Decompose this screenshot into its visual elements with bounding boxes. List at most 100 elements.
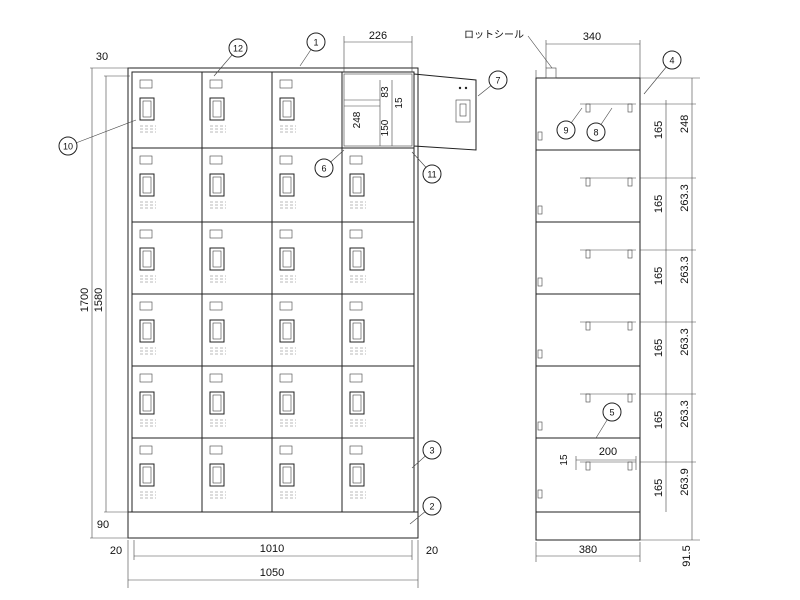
locker-door [349, 155, 366, 209]
locker-door [279, 373, 296, 427]
dim-pitch: 248 [679, 115, 691, 133]
name-plate [209, 301, 223, 311]
lock-handle [209, 319, 225, 343]
lock-handle [139, 173, 155, 197]
name-plate [209, 155, 223, 165]
dim-165: 165 [653, 411, 665, 429]
locker-door [209, 445, 226, 499]
callout-balloon: 9 [556, 107, 583, 140]
callout-balloon: 11 [411, 151, 442, 184]
locker-door [349, 445, 366, 499]
lock-handle [139, 247, 155, 271]
callout-number: 7 [495, 76, 500, 86]
lot-seal-box [545, 67, 557, 79]
dim-1580: 1580 [93, 288, 105, 312]
dim-pitch: 263.3 [679, 184, 691, 212]
lock-handle [279, 391, 295, 415]
dim-20-right: 20 [426, 545, 438, 557]
locker-door [139, 229, 156, 283]
locker-door [139, 373, 156, 427]
locker-door [139, 445, 156, 499]
locker-door [349, 301, 366, 355]
dim-165: 165 [653, 267, 665, 285]
locker-door [209, 79, 226, 133]
front-view: 226 30 1700 1580 90 20 1010 20 1050 [79, 30, 477, 588]
dim-340: 340 [583, 31, 601, 43]
lock-handle [209, 97, 225, 121]
dim-380: 380 [579, 544, 597, 556]
dim-1700: 1700 [79, 288, 91, 312]
dim-165: 165 [653, 339, 665, 357]
callout-number: 10 [63, 142, 73, 152]
lock-handle [349, 319, 365, 343]
left-dimensions: 30 1700 1580 90 [79, 51, 130, 539]
name-plate [349, 155, 363, 165]
name-plate [139, 79, 153, 89]
callout-number: 8 [593, 128, 598, 138]
lock-handle [139, 391, 155, 415]
callout-number: 6 [321, 164, 326, 174]
callout-balloon: 3 [411, 440, 442, 469]
dim-248: 248 [352, 111, 363, 128]
cabinet-inner-frame [131, 71, 415, 513]
locker-door [279, 79, 296, 133]
locker-door [279, 301, 296, 355]
locker-door [139, 155, 156, 209]
name-plate [349, 373, 363, 383]
callout-number: 4 [669, 56, 674, 66]
lock-handle [139, 319, 155, 343]
locker-door [279, 229, 296, 283]
name-plate [279, 229, 293, 239]
name-plate [139, 229, 153, 239]
locker-door [279, 155, 296, 209]
name-plate [209, 445, 223, 455]
dim-165: 165 [653, 479, 665, 497]
locker-door [139, 301, 156, 355]
lock-handle [209, 173, 225, 197]
dim-83: 83 [380, 86, 391, 98]
callout-number: 3 [429, 446, 434, 456]
dim-15-side: 15 [559, 454, 570, 466]
open-compartment [343, 73, 413, 147]
dim-165: 165 [653, 121, 665, 139]
name-plate [139, 445, 153, 455]
name-plate [139, 373, 153, 383]
open-door [413, 73, 477, 151]
lock-handle [349, 463, 365, 487]
dim-165: 165 [653, 195, 665, 213]
lock-handle [209, 247, 225, 271]
dim-1010: 1010 [260, 543, 284, 555]
callout-number: 2 [429, 502, 434, 512]
dim-150: 150 [380, 119, 391, 136]
lock-handle [349, 247, 365, 271]
dim-pitch: 263.3 [679, 400, 691, 428]
callout-number: 9 [563, 126, 568, 136]
callout-number: 1 [313, 38, 318, 48]
dim-15: 15 [394, 97, 405, 109]
name-plate [139, 301, 153, 311]
locker-door [139, 79, 156, 133]
dim-20-left: 20 [110, 545, 122, 557]
lock-handle [279, 247, 295, 271]
name-plate [349, 301, 363, 311]
name-plate [209, 229, 223, 239]
name-plate [279, 445, 293, 455]
name-plate [209, 79, 223, 89]
name-plate [279, 373, 293, 383]
locker-door [349, 229, 366, 283]
dim-226: 226 [369, 30, 387, 42]
name-plate [279, 155, 293, 165]
dim-1050: 1050 [260, 567, 284, 579]
locker-door [349, 373, 366, 427]
callout-balloon: 2 [409, 496, 442, 525]
bottom-dimensions: 20 1010 20 1050 [110, 540, 438, 588]
callout-balloon: 5 [595, 402, 622, 439]
lock-handle [279, 173, 295, 197]
lot-seal-label: ロットシール [464, 30, 524, 41]
lock-handle [209, 463, 225, 487]
dim-91-5: 91.5 [681, 545, 693, 566]
name-plate [139, 155, 153, 165]
